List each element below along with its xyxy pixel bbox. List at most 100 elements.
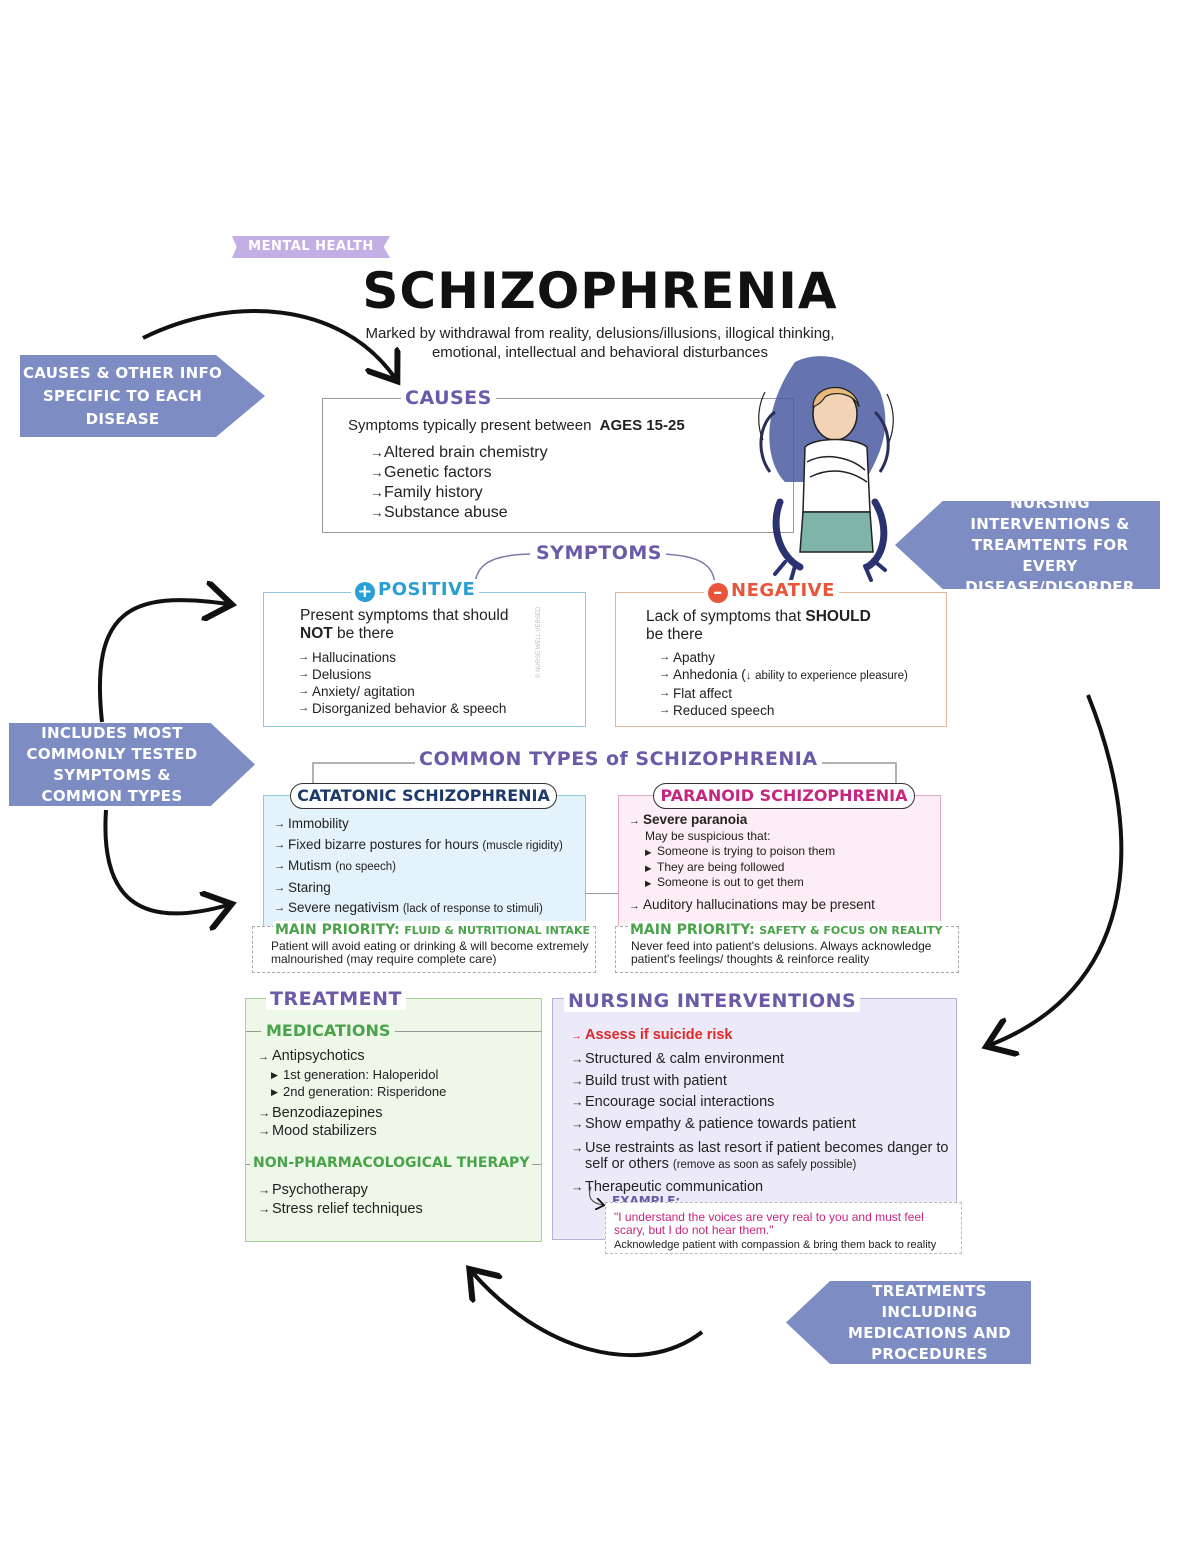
positive-heading: +POSITIVE [351,579,480,602]
treatment-heading: TREATMENT [266,988,407,1010]
callout-symptoms-text: INCLUDES MOST COMMONLY TESTED SYMPTOMS &… [26,723,198,805]
types-bracket [312,762,897,785]
anhedonia-label: Anhedonia ( [673,667,746,682]
paranoid-priority-box: MAIN PRIORITY: SAFETY & FOCUS ON REALITY… [615,921,959,973]
arrow-to-causes [142,309,395,378]
causes-list: Altered brain chemistry Genetic factors … [370,443,548,523]
arrow-to-catatonic [103,809,228,913]
causes-ages: AGES 15-25 [599,417,685,434]
positive-desc-c: be there [337,625,394,642]
list-item: Altered brain chemistry [370,443,548,463]
callout-treatments: TREATMENTS INCLUDING MEDICATIONS AND PRO… [786,1281,1031,1364]
list-item: Family history [370,483,548,503]
negative-desc-b: SHOULD [805,608,871,625]
arrow-icon: → [258,1051,269,1063]
list-item: →Antipsychotics [258,1047,528,1066]
example-note: Acknowledge patient with compassion & br… [614,1239,937,1251]
positive-description: Present symptoms that should NOT be ther… [300,607,560,643]
page-subtitle: Marked by withdrawal from reality, delus… [365,325,835,361]
catatonic-priority-desc: Patient will avoid eating or drinking & … [271,940,591,966]
arrow-to-positive [97,600,228,723]
list-item: Therapeutic communication [571,1177,951,1199]
list-item: Stress relief techniques [258,1200,423,1219]
list-item: Reduced speech [659,702,908,719]
catatonic-item-main: Fixed bizarre postures for hours [288,836,479,852]
callout-nursing-text: NURSING INTERVENTIONS & TREAMTENTS FOR E… [965,493,1135,596]
catatonic-item-note: (muscle rigidity) [482,839,563,852]
catatonic-item-main: Severe negativism [288,900,400,915]
distressed-person-illustration [758,356,894,582]
restraints-text: Use restraints as last resort if patient… [585,1139,949,1172]
list-item: 2nd generation: Risperidone [271,1083,528,1101]
catatonic-item-note: (no speech) [335,861,396,873]
positive-desc-a: Present symptoms that should [300,607,509,624]
negative-desc-a: Lack of symptoms that [646,608,802,625]
list-item: Mood stabilizers [258,1122,528,1140]
generation-list: 1st generation: Haloperidol 2nd generati… [271,1066,528,1101]
catatonic-list: Immobility Fixed bizarre postures for ho… [274,814,563,920]
symptoms-heading: SYMPTOMS [532,542,666,564]
list-item: Benzodiazepines [258,1104,528,1122]
catatonic-priority-title: MAIN PRIORITY: FLUID & NUTRITIONAL INTAK… [273,921,592,939]
nursing-list: Structured & calm environment Build trus… [571,1049,951,1199]
nursing-alert-text: Assess if suicide risk [585,1027,733,1043]
watermark: © NURSE WELL VERSED [536,606,542,678]
nursing-alert: →Assess if suicide risk [571,1027,733,1043]
list-item: Immobility [274,814,563,835]
list-item: They are being followed [645,860,934,876]
types-heading: COMMON TYPES of SCHIZOPHRENIA [415,748,822,770]
catatonic-item-main: Staring [288,879,331,895]
paranoid-severe-text: Severe paranoia [643,812,748,827]
paranoid-priority-desc: Never feed into patient's delusions. Alw… [631,939,932,966]
callout-causes-text: CAUSES & OTHER INFO SPECIFIC TO EACH DIS… [22,363,223,428]
catatonic-priority-box: MAIN PRIORITY: FLUID & NUTRITIONAL INTAK… [252,921,596,973]
callout-causes: CAUSES & OTHER INFO SPECIFIC TO EACH DIS… [20,355,265,437]
list-item: Flat affect [659,685,908,702]
positive-heading-text: POSITIVE [378,579,476,600]
list-item: Apathy [659,649,908,666]
paranoid-severe: →Severe paranoia [629,812,934,829]
arrow-to-nursing [990,694,1124,1045]
list-item: Anxiety/ agitation [298,683,506,700]
arrow-icon: → [629,815,640,827]
arrow-icon: → [629,899,640,912]
callout-treatments-text: TREATMENTS INCLUDING MEDICATIONS AND PRO… [848,1281,1011,1363]
list-item: 1st generation: Haloperidol [271,1066,528,1084]
list-item: Disorganized behavior & speech [298,700,506,717]
catatonic-item-main: Immobility [288,816,349,831]
list-item: Encourage social interactions [571,1092,951,1114]
list-item: Use restraints as last resort if patient… [571,1140,951,1173]
types-connector [585,893,618,894]
causes-heading: CAUSES [401,387,496,409]
arrow-icon: → [571,1030,582,1042]
page-title: SCHIZOPHRENIA [362,262,838,320]
paranoid-priority-value: SAFETY & FOCUS ON REALITY [759,924,943,937]
positive-desc-b: NOT [300,625,333,642]
list-item: Staring [274,878,563,899]
catatonic-heading: CATATONIC SCHIZOPHRENIA [290,783,557,809]
medications-list: →Antipsychotics 1st generation: Haloperi… [258,1047,528,1140]
catatonic-item-note: (lack of response to stimuli) [402,903,543,915]
catatonic-priority-desc-text: Patient will avoid eating or drinking & … [271,939,589,966]
category-tag: MENTAL HEALTH [232,236,390,258]
negative-description: Lack of symptoms that SHOULD be there [646,608,916,644]
minus-icon: – [708,583,728,603]
callout-symptoms: INCLUDES MOST COMMONLY TESTED SYMPTOMS &… [9,723,255,806]
paranoid-suspicious: May be suspicious that: [645,829,771,843]
negative-heading-text: NEGATIVE [731,580,835,601]
catatonic-box: Immobility Fixed bizarre postures for ho… [263,795,586,927]
list-item: Someone is out to get them [645,875,934,891]
paranoid-sub-list: Someone is trying to poison them They ar… [645,844,934,891]
list-item: Genetic factors [370,463,548,483]
list-item: Severe negativism (lack of response to s… [274,898,563,920]
list-item: Fixed bizarre postures for hours (muscle… [274,835,563,857]
positive-box: Present symptoms that should NOT be ther… [263,592,586,727]
catatonic-priority-label: MAIN PRIORITY: [275,922,400,938]
callout-nursing: NURSING INTERVENTIONS & TREAMTENTS FOR E… [895,501,1160,589]
antipsychotics-label: Antipsychotics [272,1048,365,1064]
list-item: Hallucinations [298,649,506,666]
causes-intro: Symptoms typically present between AGES … [348,417,685,434]
plus-icon: + [355,582,375,602]
paranoid-priority-label: MAIN PRIORITY: [630,922,755,938]
